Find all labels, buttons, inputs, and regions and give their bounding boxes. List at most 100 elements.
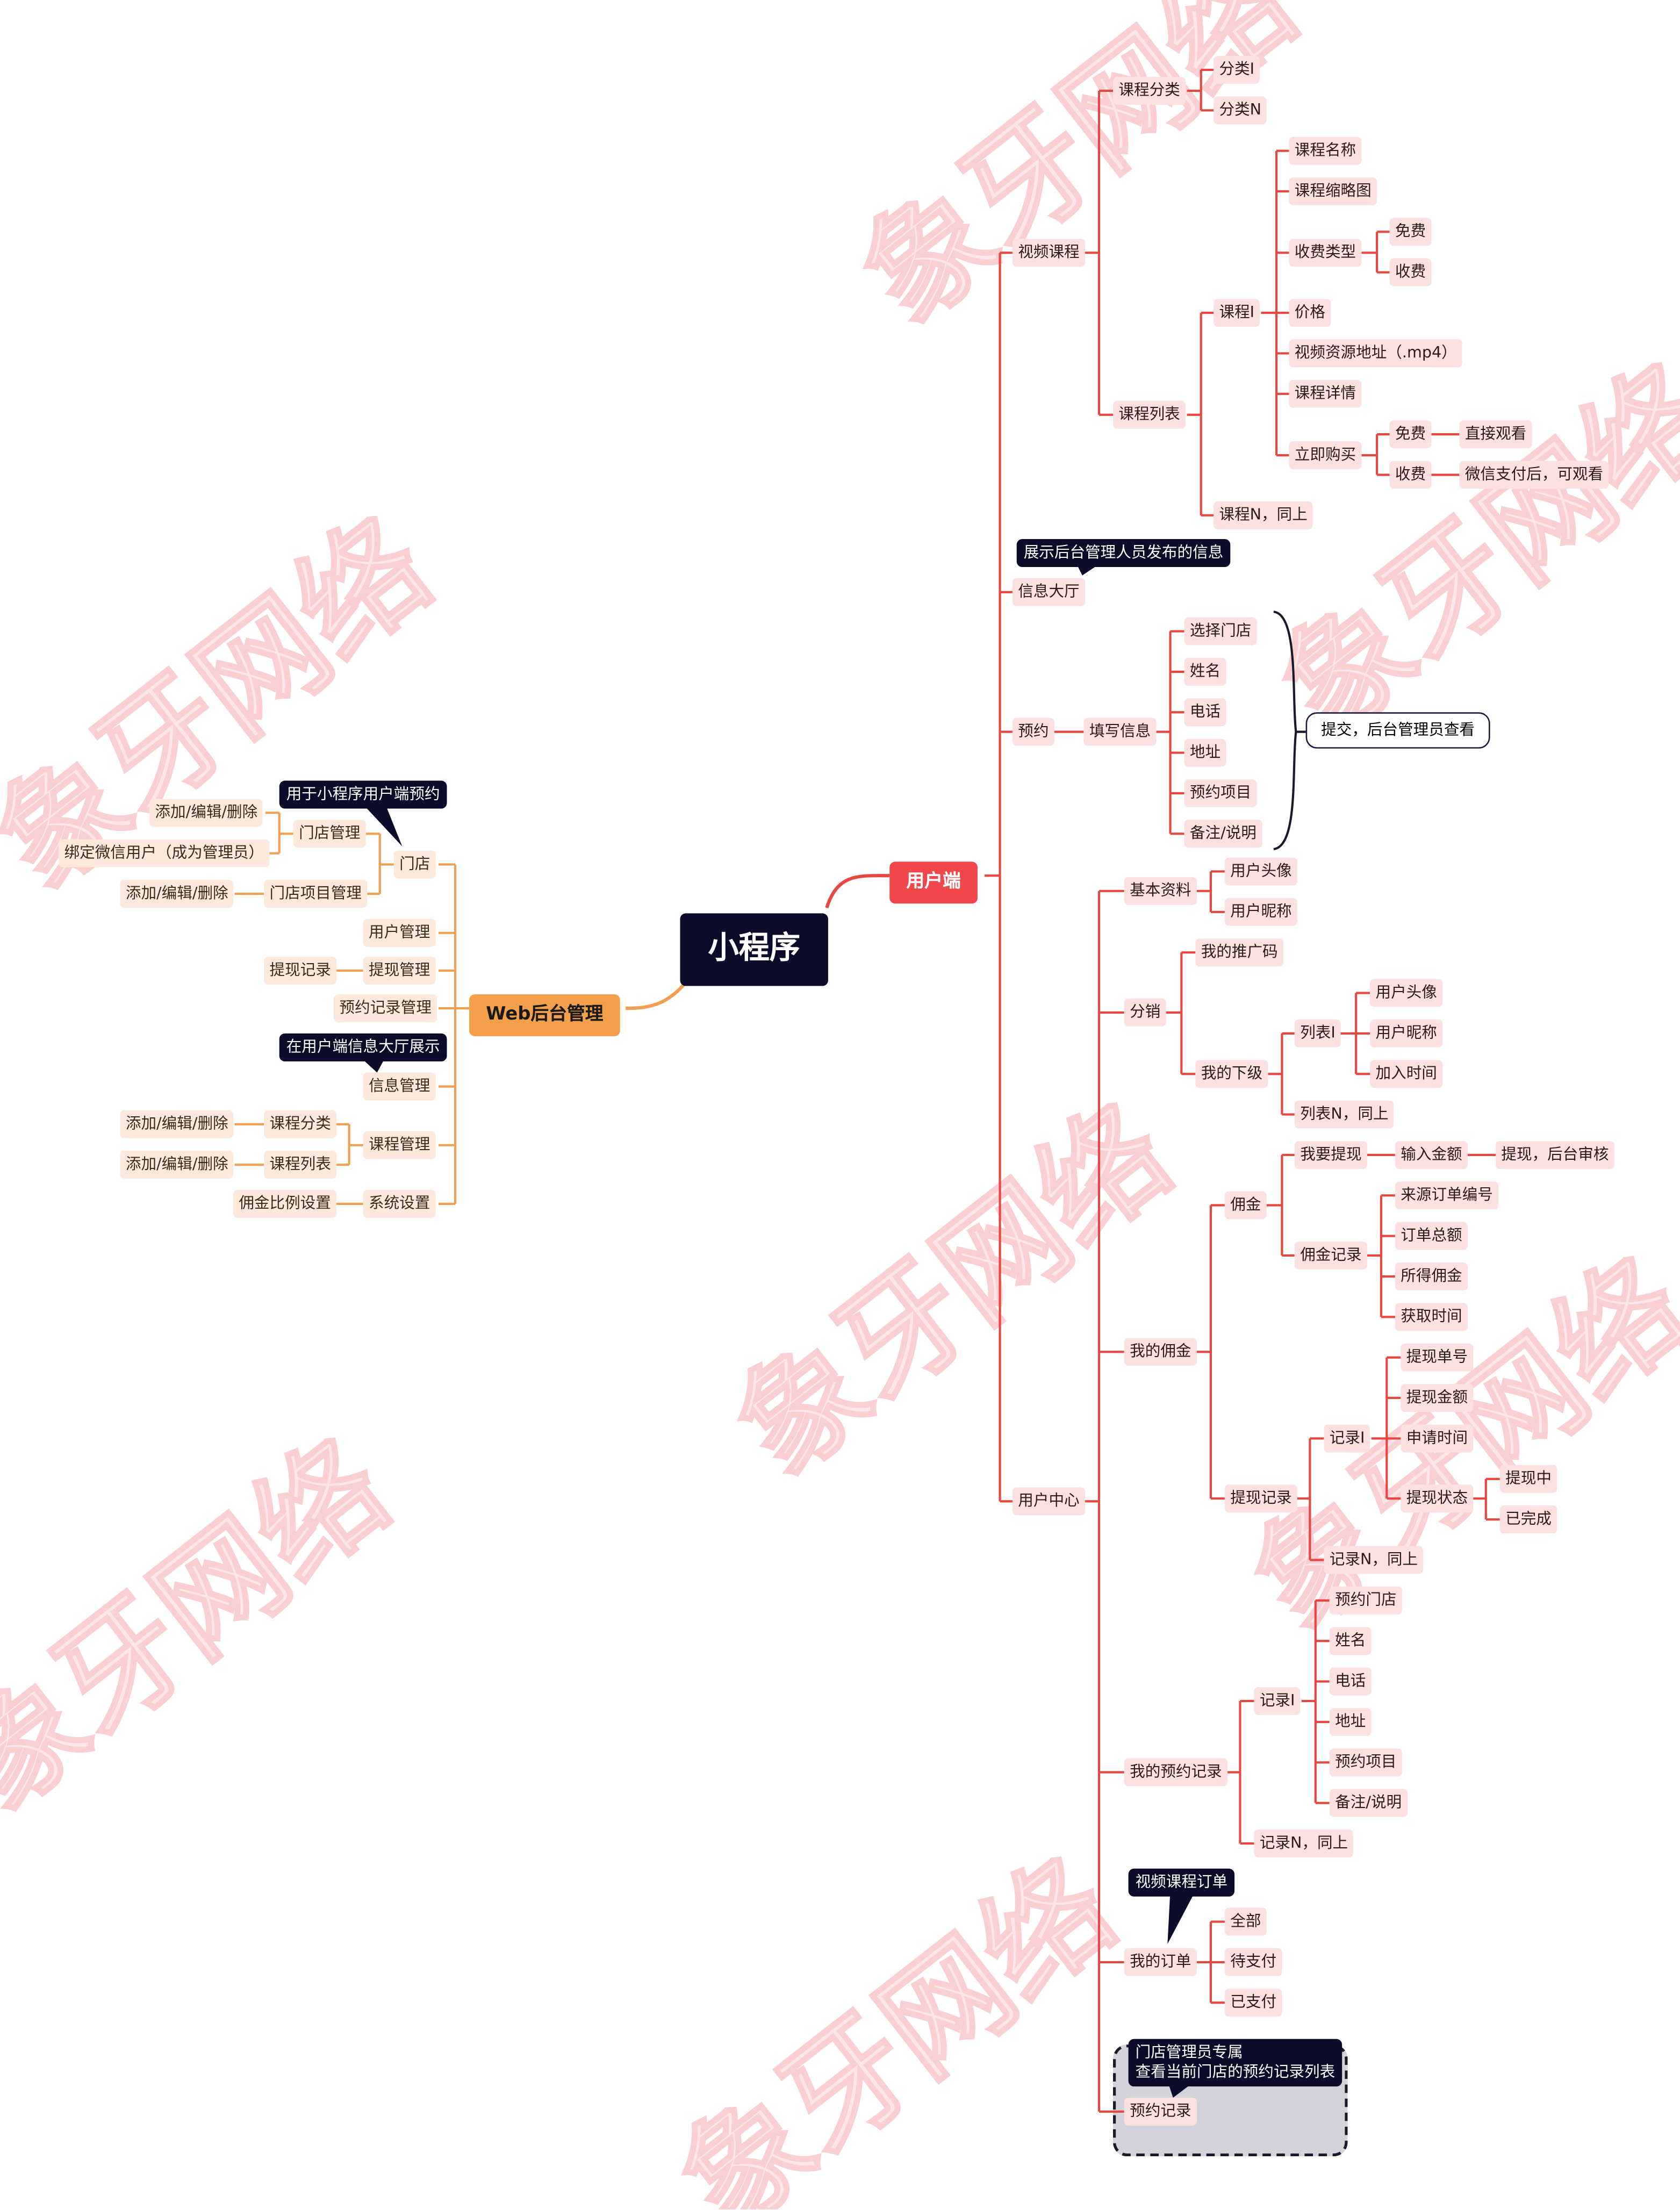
fee-type-node[interactable]: 收费类型 xyxy=(1289,239,1362,267)
user-branch-node[interactable]: 用户端 xyxy=(889,862,978,904)
callout-tail xyxy=(363,804,403,846)
withdraw-records-node[interactable]: 提现记录 xyxy=(1224,1484,1298,1513)
web-branch-node[interactable]: Web后台管理 xyxy=(469,994,620,1037)
store-bind-node[interactable]: 绑定微信用户（成为管理员） xyxy=(59,839,270,867)
my-booking-field[interactable]: 预约门店 xyxy=(1329,1586,1402,1615)
list-nickname-node[interactable]: 用户昵称 xyxy=(1370,1019,1443,1047)
booking-records-node[interactable]: 预约记录 xyxy=(1124,2097,1197,2126)
order-filter-node[interactable]: 待支付 xyxy=(1224,1948,1282,1976)
my-booking-node[interactable]: 我的预约记录 xyxy=(1124,1758,1228,1786)
course-list-add-node[interactable]: 添加/编辑/删除 xyxy=(120,1151,234,1179)
order-filter-node[interactable]: 已支付 xyxy=(1224,1989,1282,2017)
commission-ratio-node[interactable]: 佣金比例设置 xyxy=(233,1189,337,1218)
course-thumb-node[interactable]: 课程缩略图 xyxy=(1289,177,1377,205)
my-booking-field[interactable]: 预约项目 xyxy=(1329,1748,1402,1777)
root-node[interactable]: 小程序 xyxy=(680,913,828,986)
fill-info-node[interactable]: 填写信息 xyxy=(1083,717,1157,746)
orders-note: 视频课程订单 xyxy=(1128,1868,1235,1897)
withdraw-record-n-node[interactable]: 记录N，同上 xyxy=(1324,1546,1424,1574)
fill-field-node[interactable]: 姓名 xyxy=(1184,657,1226,686)
withdraw-manage-node[interactable]: 提现管理 xyxy=(363,956,436,985)
course-name-node[interactable]: 课程名称 xyxy=(1289,137,1362,165)
store-project-node[interactable]: 门店项目管理 xyxy=(264,880,368,908)
basic-avatar-node[interactable]: 用户头像 xyxy=(1224,857,1298,886)
commission-records-node[interactable]: 佣金记录 xyxy=(1294,1242,1367,1270)
fill-field-node[interactable]: 预约项目 xyxy=(1184,779,1257,807)
user-manage-node[interactable]: 用户管理 xyxy=(363,919,436,947)
withdraw-time-node[interactable]: 申请时间 xyxy=(1401,1424,1474,1453)
my-booking-field[interactable]: 电话 xyxy=(1329,1667,1372,1696)
fee-free-node[interactable]: 免费 xyxy=(1389,218,1432,246)
fill-field-node[interactable]: 电话 xyxy=(1184,698,1226,727)
withdraw-node[interactable]: 我要提现 xyxy=(1294,1140,1367,1169)
course-1-node[interactable]: 课程I xyxy=(1214,299,1260,327)
my-booking-record-1-node[interactable]: 记录I xyxy=(1254,1687,1301,1715)
withdraw-record-node[interactable]: 提现记录 xyxy=(264,956,337,985)
withdraw-result-node[interactable]: 提现，后台审核 xyxy=(1495,1140,1614,1169)
video-url-node[interactable]: 视频资源地址（.mp4） xyxy=(1289,339,1463,368)
info-hall-note: 展示后台管理人员发布的信息 xyxy=(1016,539,1231,567)
subordinates-node[interactable]: 我的下级 xyxy=(1195,1060,1268,1088)
list-avatar-node[interactable]: 用户头像 xyxy=(1370,979,1443,1007)
withdraw-amount-node[interactable]: 输入金额 xyxy=(1395,1140,1468,1169)
user-center-node[interactable]: 用户中心 xyxy=(1012,1487,1086,1516)
course-detail-node[interactable]: 课程详情 xyxy=(1289,379,1362,408)
category-item-node[interactable]: 分类I xyxy=(1214,55,1260,84)
category-item-node[interactable]: 分类N xyxy=(1214,96,1267,125)
fill-field-node[interactable]: 备注/说明 xyxy=(1184,820,1262,848)
basic-info-node[interactable]: 基本资料 xyxy=(1124,877,1197,905)
status-done-node[interactable]: 已完成 xyxy=(1499,1505,1557,1534)
promo-code-node[interactable]: 我的推广码 xyxy=(1195,938,1284,967)
course-category-node[interactable]: 课程分类 xyxy=(1113,76,1186,105)
course-n-node[interactable]: 课程N，同上 xyxy=(1214,501,1313,529)
store-note: 用于小程序用户端预约 xyxy=(279,780,447,809)
course-list-admin-node[interactable]: 课程列表 xyxy=(264,1151,337,1179)
store-add-node[interactable]: 添加/编辑/删除 xyxy=(149,799,263,827)
booking-record-manage-node[interactable]: 预约记录管理 xyxy=(334,994,437,1023)
distribution-node[interactable]: 分销 xyxy=(1124,998,1166,1027)
course-manage-node[interactable]: 课程管理 xyxy=(363,1131,436,1159)
my-booking-record-n-node[interactable]: 记录N，同上 xyxy=(1254,1829,1354,1858)
price-node[interactable]: 价格 xyxy=(1289,299,1331,327)
store-node[interactable]: 门店 xyxy=(393,850,436,879)
booking-node[interactable]: 预约 xyxy=(1012,717,1054,746)
buy-paid-result-node[interactable]: 微信支付后，可观看 xyxy=(1459,461,1609,489)
course-category-add-node[interactable]: 添加/编辑/删除 xyxy=(120,1110,234,1138)
withdraw-amount-field-node[interactable]: 提现金额 xyxy=(1401,1384,1474,1412)
commission-record-field[interactable]: 获取时间 xyxy=(1395,1303,1468,1331)
commission-record-field[interactable]: 所得佣金 xyxy=(1395,1262,1468,1291)
fill-field-node[interactable]: 选择门店 xyxy=(1184,617,1257,645)
fill-field-node[interactable]: 地址 xyxy=(1184,738,1226,767)
store-project-add-node[interactable]: 添加/编辑/删除 xyxy=(120,880,234,908)
course-list-node[interactable]: 课程列表 xyxy=(1113,400,1186,429)
fee-paid-node[interactable]: 收费 xyxy=(1389,258,1432,286)
withdraw-status-node[interactable]: 提现状态 xyxy=(1401,1484,1474,1513)
system-settings-node[interactable]: 系统设置 xyxy=(363,1189,436,1218)
course-category-admin-node[interactable]: 课程分类 xyxy=(264,1110,337,1138)
booking-summary[interactable]: 提交，后台管理员查看 xyxy=(1305,712,1490,749)
video-course-node[interactable]: 视频课程 xyxy=(1012,239,1086,267)
store-manage-node[interactable]: 门店管理 xyxy=(293,820,366,848)
order-filter-node[interactable]: 全部 xyxy=(1224,1907,1267,1936)
commission-record-field[interactable]: 订单总额 xyxy=(1395,1222,1468,1250)
info-manage-node[interactable]: 信息管理 xyxy=(363,1072,436,1101)
my-commission-node[interactable]: 我的佣金 xyxy=(1124,1338,1197,1366)
list-1-node[interactable]: 列表I xyxy=(1294,1019,1341,1047)
list-n-node[interactable]: 列表N，同上 xyxy=(1294,1100,1394,1129)
withdraw-no-node[interactable]: 提现单号 xyxy=(1401,1343,1474,1372)
buy-free-node[interactable]: 免费 xyxy=(1389,420,1432,449)
commission-record-field[interactable]: 来源订单编号 xyxy=(1395,1181,1499,1210)
status-pending-node[interactable]: 提现中 xyxy=(1499,1465,1557,1493)
commission-node[interactable]: 佣金 xyxy=(1224,1191,1267,1219)
my-booking-field[interactable]: 姓名 xyxy=(1329,1627,1372,1655)
list-join-time-node[interactable]: 加入时间 xyxy=(1370,1060,1443,1088)
basic-nickname-node[interactable]: 用户昵称 xyxy=(1224,898,1298,926)
my-orders-node[interactable]: 我的订单 xyxy=(1124,1948,1197,1976)
buy-free-result-node[interactable]: 直接观看 xyxy=(1459,420,1532,449)
buy-now-node[interactable]: 立即购买 xyxy=(1289,441,1362,470)
info-hall-node[interactable]: 信息大厅 xyxy=(1012,578,1086,606)
my-booking-field[interactable]: 地址 xyxy=(1329,1707,1372,1736)
withdraw-record-1-node[interactable]: 记录I xyxy=(1324,1424,1370,1453)
my-booking-field[interactable]: 备注/说明 xyxy=(1329,1789,1408,1817)
buy-paid-node[interactable]: 收费 xyxy=(1389,461,1432,489)
